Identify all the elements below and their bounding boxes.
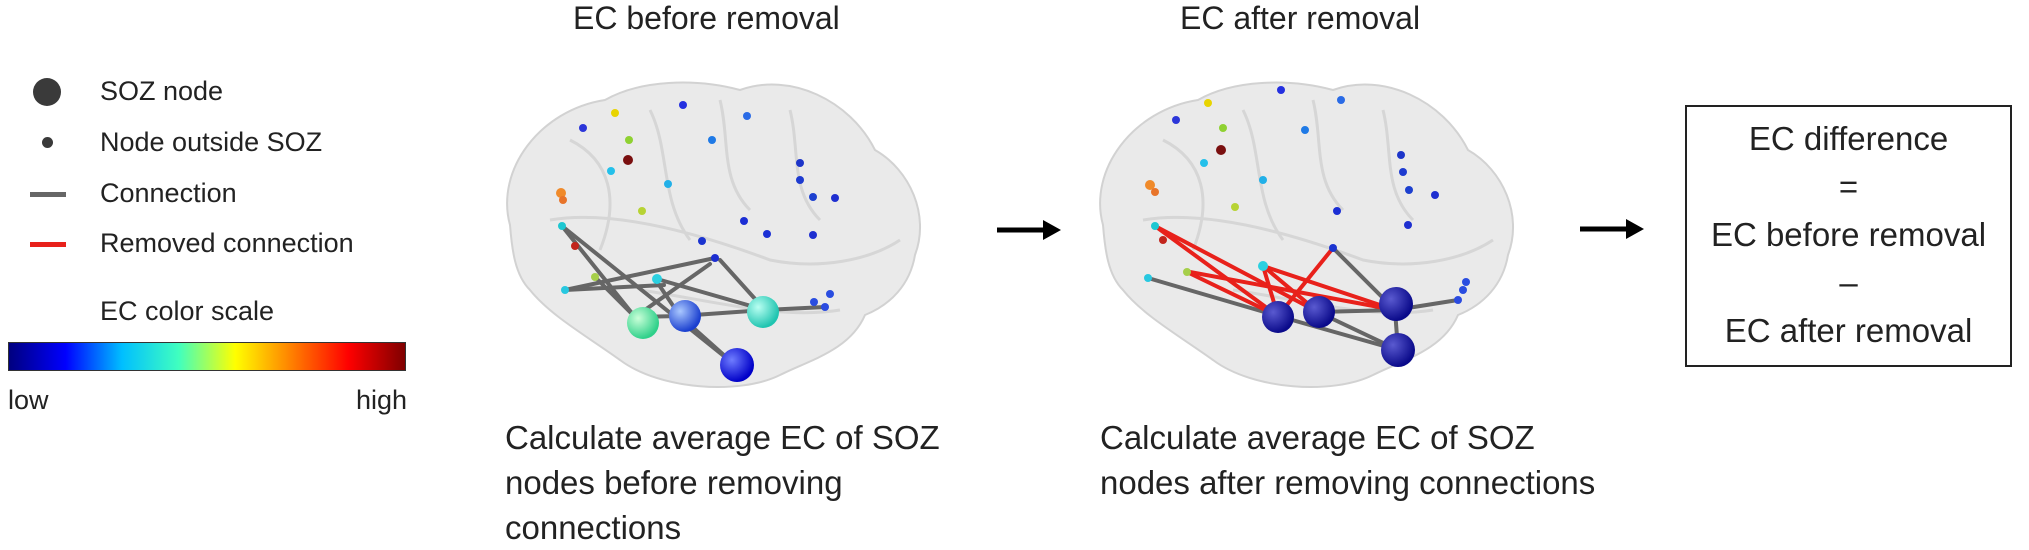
brain-after-removal	[1099, 81, 1514, 388]
panel-before-title: EC before removal	[573, 0, 840, 36]
removed-connection-line-sample	[30, 242, 66, 247]
connection-line-sample	[30, 192, 66, 197]
color-scale-high-label: high	[356, 385, 408, 415]
brain-before-removal	[506, 81, 921, 388]
brain-outline	[506, 81, 921, 388]
equation-line-5: EC after removal	[1724, 312, 1973, 349]
equation-line-1: EC difference	[1748, 120, 1949, 157]
legend-node-outside-soz-label: Node outside SOZ	[100, 127, 323, 157]
ec-difference-equation-box: EC difference = EC before removal – EC a…	[1685, 105, 2012, 367]
equation-line-2: =	[1838, 168, 1859, 205]
color-scale-title: EC color scale	[100, 296, 275, 326]
nodes-outside-soz-after	[1144, 86, 1470, 304]
panel-before-caption: Calculate average EC of SOZ nodes before…	[505, 419, 940, 546]
legend-soz-node-label: SOZ node	[100, 76, 224, 106]
nodes-outside-soz	[556, 101, 839, 311]
color-scale-bar	[8, 342, 406, 371]
panel-after-caption: Calculate average EC of SOZ nodes after …	[1100, 419, 1596, 501]
soz-node-marker	[33, 78, 61, 106]
legend-removed-connection-label: Removed connection	[100, 228, 354, 258]
equation-line-4: –	[1839, 264, 1858, 301]
arrow-to-after	[997, 220, 1061, 240]
soz-nodes	[627, 296, 779, 382]
non-soz-node-marker	[42, 137, 53, 148]
removed-connections	[1153, 224, 1397, 318]
legend-connection-label: Connection	[100, 178, 237, 208]
color-scale-low-label: low	[8, 385, 49, 415]
soz-nodes-after	[1262, 287, 1415, 367]
arrow-to-difference	[1580, 219, 1644, 239]
panel-after-title: EC after removal	[1180, 0, 1421, 36]
equation-line-3: EC before removal	[1710, 216, 1987, 253]
legend: SOZ node Node outside SOZ Connection Rem…	[0, 0, 420, 430]
